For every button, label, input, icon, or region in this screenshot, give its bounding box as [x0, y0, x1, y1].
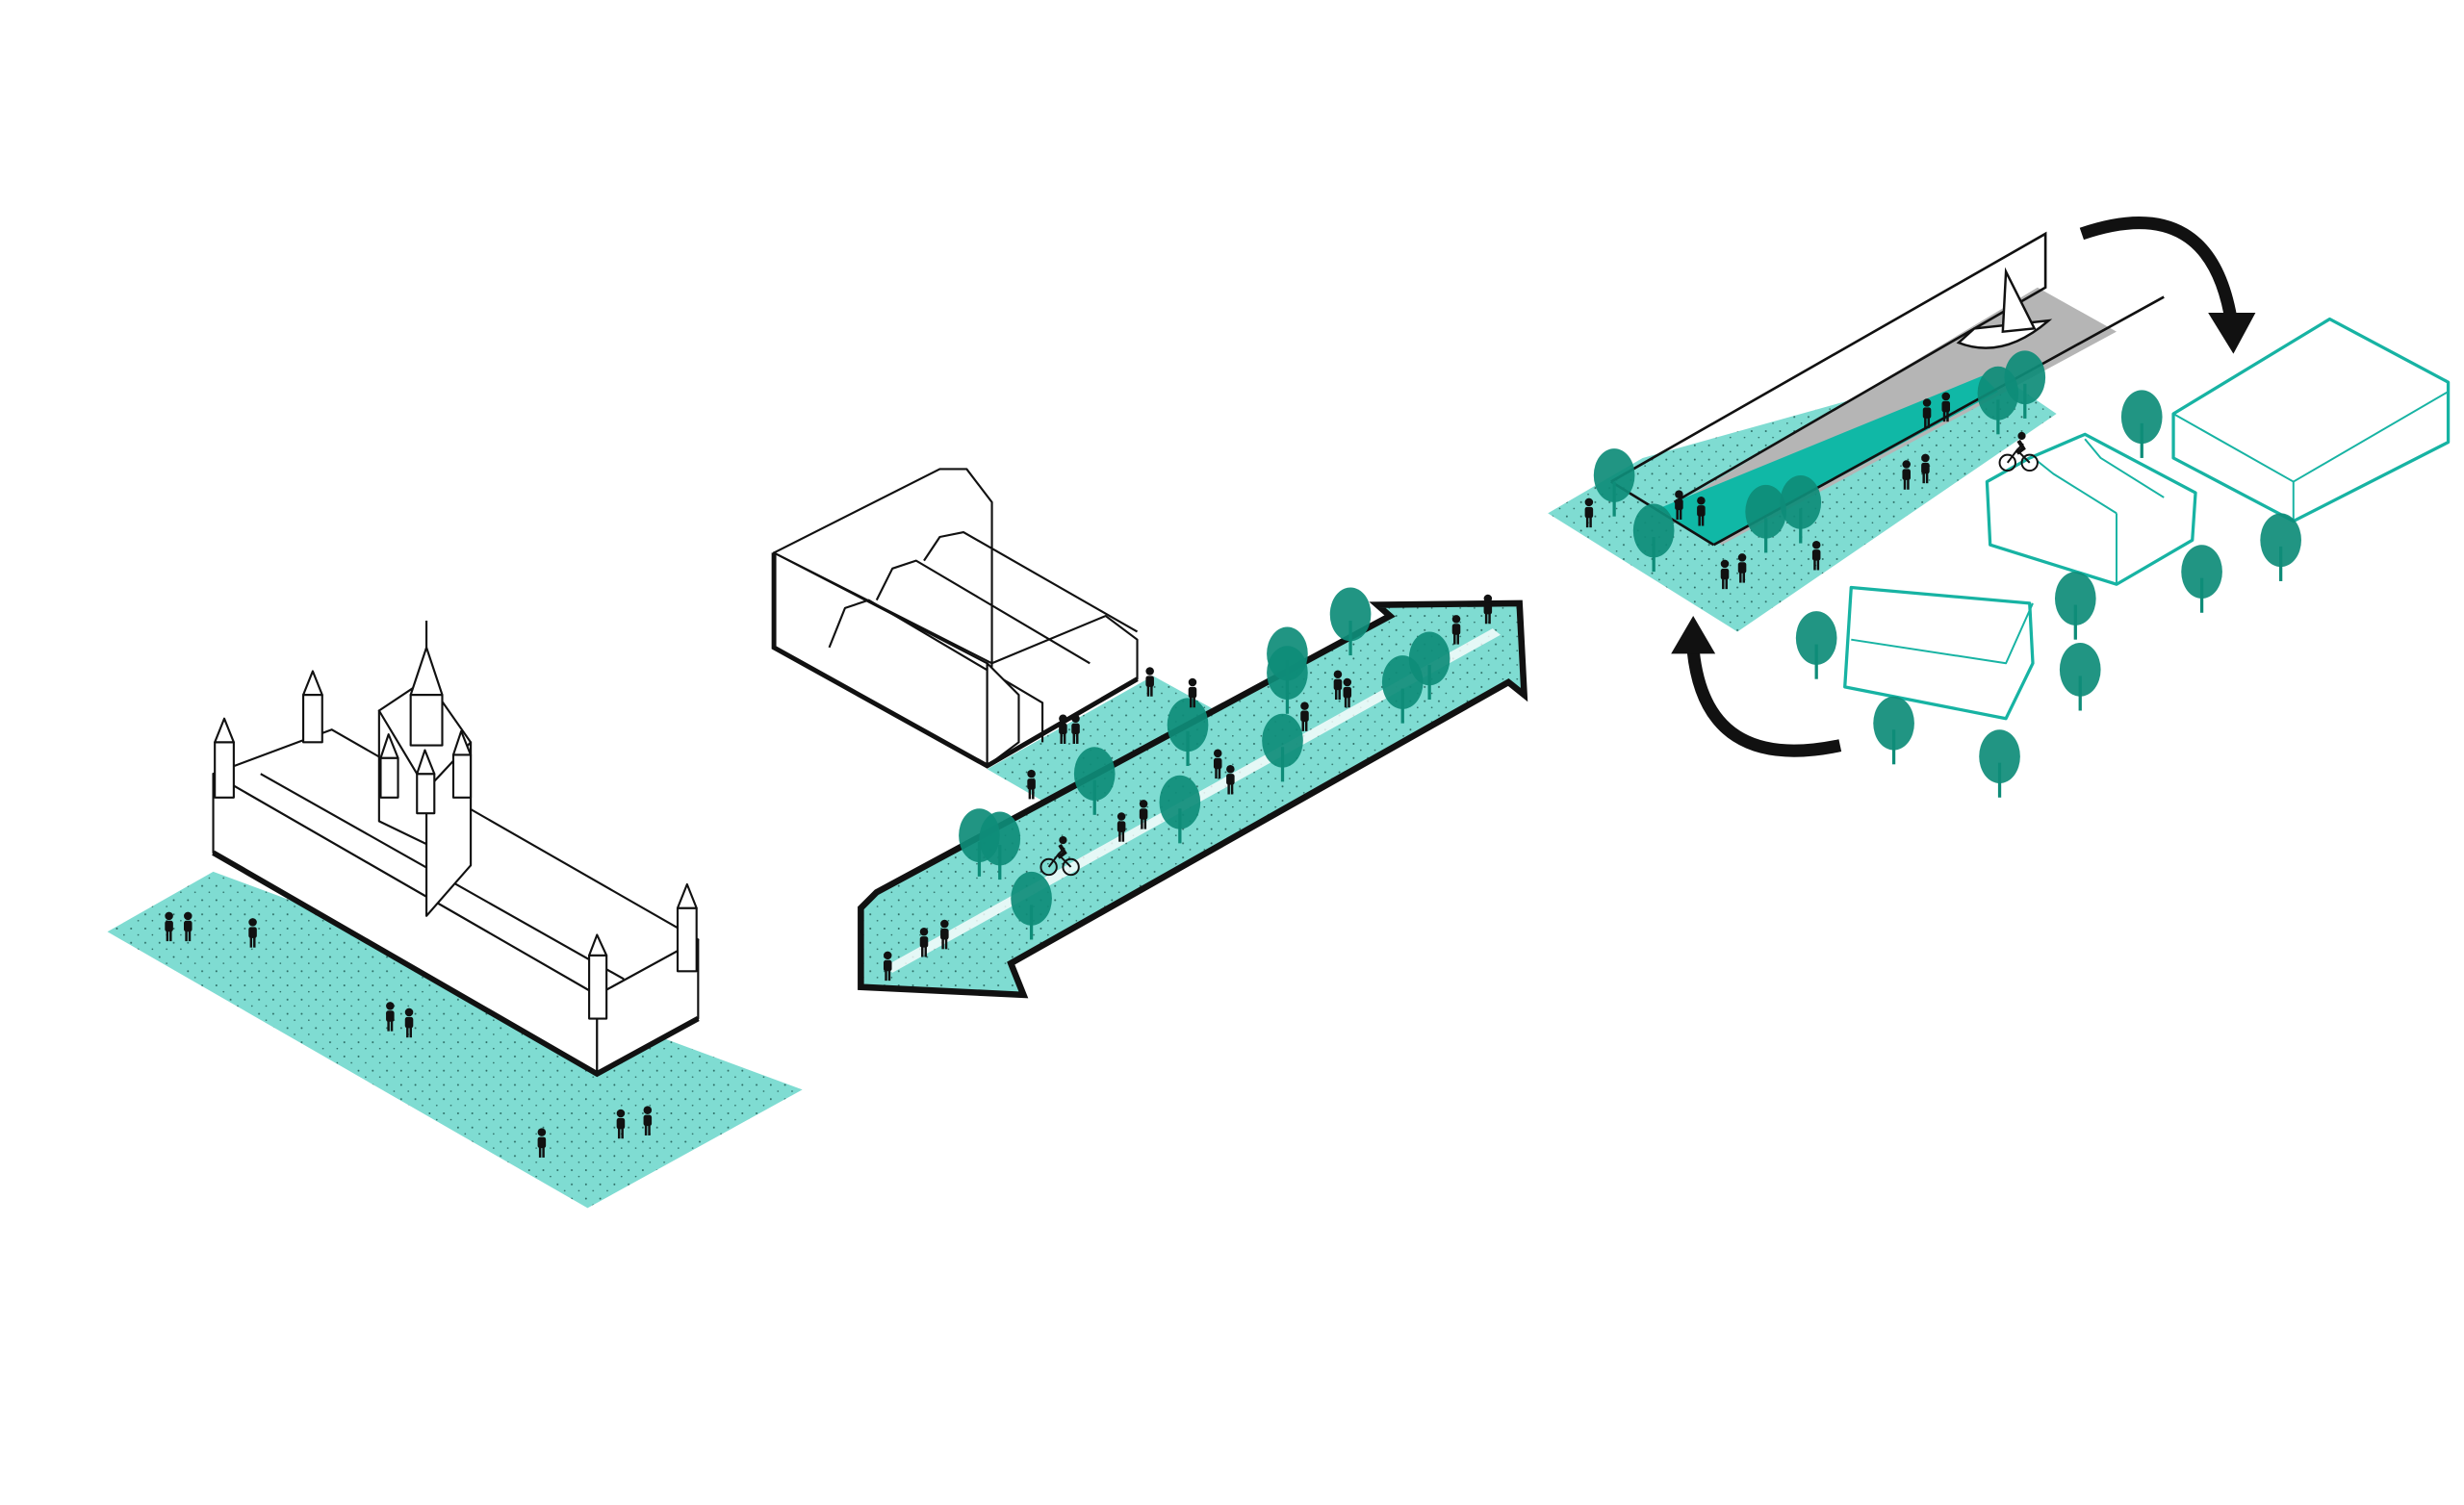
forecourt-ground	[987, 676, 1217, 805]
warehouse-boulevard-scene	[771, 468, 1528, 999]
canal-neighbourhood-scene	[1548, 216, 2451, 800]
curved-arrow-icon	[1671, 616, 1842, 757]
house-outlines	[1843, 317, 2451, 721]
church-plaza-scene	[107, 620, 803, 1209]
boat-icon	[1956, 267, 2053, 349]
church-building	[212, 620, 700, 1076]
warehouse-building	[773, 468, 1139, 768]
plaza-ground	[107, 871, 803, 1209]
curved-arrow-icon	[2079, 216, 2256, 354]
canal-edge	[1658, 375, 1998, 546]
